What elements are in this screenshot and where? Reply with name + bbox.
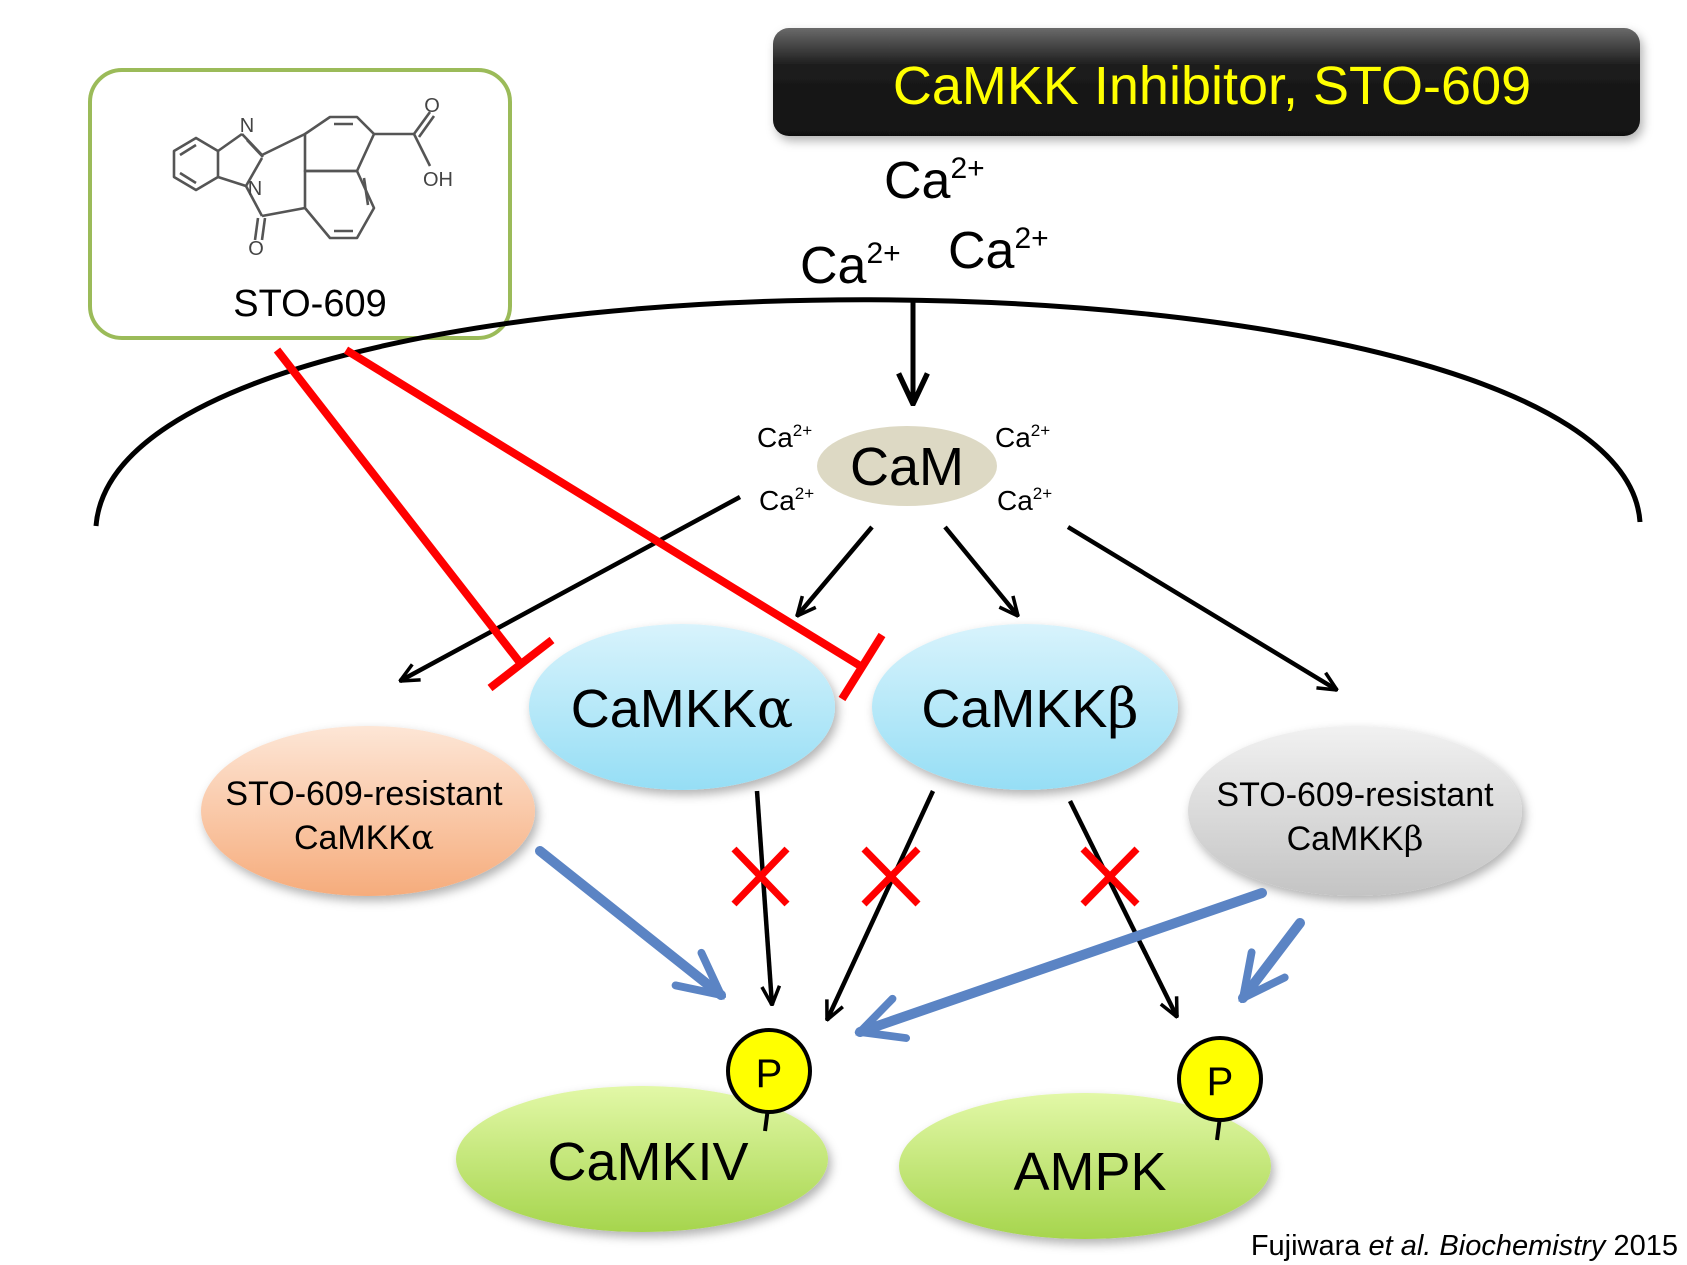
inhibition-lines [273, 346, 886, 702]
camkiv-label: CaMKIV [547, 1132, 748, 1192]
arrow-cam-to-camkk-alpha [797, 525, 874, 616]
atom-n-bottom: N [248, 178, 262, 200]
block-marks [731, 846, 1140, 907]
resistant-beta-line1: STO-609-resistant [1216, 776, 1494, 814]
arrow-camkk-alpha-to-camkiv [754, 790, 772, 1005]
arrow-resistant-beta-to-ampk [1243, 918, 1305, 998]
citation: Fujiwara et al. Biochemistry 2015 [1251, 1230, 1678, 1262]
resistant-alpha-node: STO-609-resistant CaMKKα [201, 726, 535, 896]
block-x-icon [861, 846, 921, 907]
cam-ca-top-right: Ca2+ [995, 421, 1050, 453]
phosphate-label: P [756, 1052, 783, 1096]
arrow-camkk-beta-to-ampk [1067, 800, 1180, 1017]
inhibit-camkk-beta-bar [838, 632, 886, 702]
cam-ca-bottom-left: Ca2+ [759, 484, 814, 516]
arrow-cam-to-resistant-alpha [400, 495, 742, 683]
inhibit-camkk-alpha-bar [487, 636, 555, 692]
cam-label: CaM [850, 437, 964, 497]
resistant-beta-line2: CaMKKβ [1287, 819, 1424, 859]
cam-ca-bottom-right: Ca2+ [997, 484, 1052, 516]
ca-ion-left: Ca2+ [800, 237, 901, 295]
atom-n-top: N [240, 115, 254, 137]
cell-membrane [93, 297, 1643, 527]
camkk-beta-label: CaMKKβ [921, 677, 1138, 740]
ca-ion-right: Ca2+ [948, 222, 1049, 280]
ampk-node: AMPK P [899, 1036, 1271, 1239]
inhibit-camkk-alpha-line [273, 347, 525, 667]
resistant-alpha-line1: STO-609-resistant [225, 775, 503, 813]
phosphate-icon [1177, 1036, 1263, 1122]
arrow-cam-to-camkk-beta [943, 525, 1018, 616]
phosphate-icon [726, 1028, 812, 1114]
atom-oh: OH [423, 169, 453, 191]
inhibit-camkk-beta-line [343, 346, 865, 671]
block-x-icon [1080, 846, 1140, 907]
resistant-beta-node: STO-609-resistant CaMKKβ [1188, 726, 1522, 896]
camkk-alpha-label: CaMKKα [571, 677, 794, 740]
resistant-pathway-arrows [535, 846, 1305, 1032]
title-banner: CaMKK Inhibitor, STO-609 [773, 28, 1640, 136]
arrow-camkk-beta-to-camkiv [824, 790, 936, 1020]
cam-ca-top-left: Ca2+ [757, 421, 812, 453]
compound-box: N N O O OH STO-609 [88, 68, 512, 340]
title-text: CaMKK Inhibitor, STO-609 [893, 56, 1531, 116]
cam-activation-arrows [400, 495, 1337, 690]
blocked-phosphorylation-arrows [754, 790, 1180, 1020]
camkk-alpha-node: CaMKKα [529, 624, 835, 790]
atom-o-acid: O [424, 95, 440, 117]
block-x-icon [731, 846, 790, 907]
camkk-beta-node: CaMKKβ [872, 624, 1178, 790]
phosphate-label: P [1207, 1060, 1234, 1104]
arrow-resistant-alpha-to-camkiv [535, 846, 721, 995]
compound-label: STO-609 [233, 283, 386, 325]
arrow-resistant-beta-to-camkiv [860, 888, 1267, 1032]
ampk-label: AMPK [1013, 1142, 1166, 1202]
cam-node [817, 426, 997, 506]
resistant-alpha-line2: CaMKKα [294, 818, 434, 858]
cam-complex: CaM Ca2+ Ca2+ Ca2+ Ca2+ [757, 421, 1052, 516]
extracellular-calcium: Ca2+ Ca2+ Ca2+ [800, 152, 1049, 295]
atom-o-carbonyl: O [248, 238, 264, 260]
sto609-structure-icon [172, 111, 436, 241]
arrow-cam-to-resistant-beta [1066, 525, 1337, 690]
ca-ion-top: Ca2+ [884, 152, 985, 210]
camkiv-node: CaMKIV P [456, 1028, 828, 1232]
